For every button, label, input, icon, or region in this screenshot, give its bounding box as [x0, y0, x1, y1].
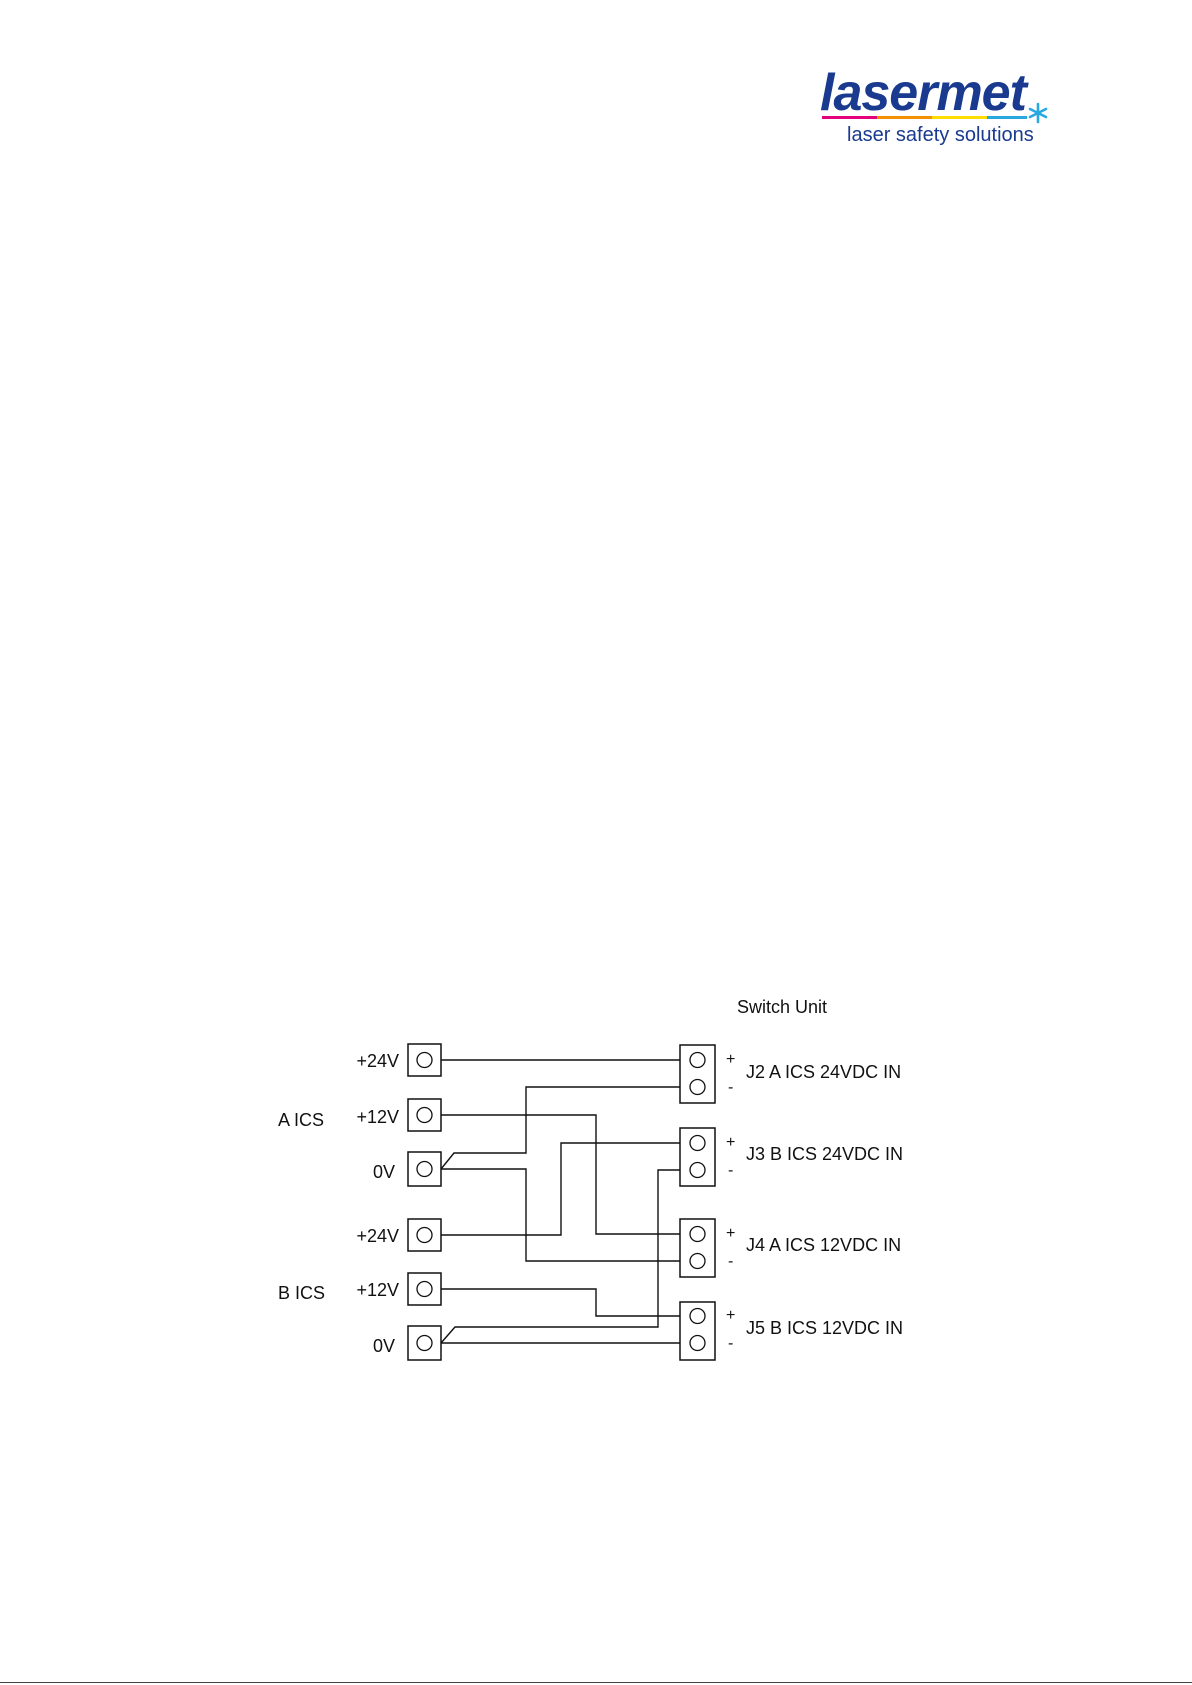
connector-label-j2: J2 A ICS 24VDC IN [746, 1062, 901, 1082]
left-terminal-blocks [408, 1044, 441, 1360]
connector-plus: + [726, 1051, 735, 1068]
wire-b-24v [441, 1143, 680, 1235]
connector-label-j5: J5 B ICS 12VDC IN [746, 1318, 903, 1338]
terminal-label: +12V [356, 1280, 399, 1300]
wire-b-12v [441, 1289, 680, 1316]
terminal-label: +24V [356, 1226, 399, 1246]
group-label-a-ics: A ICS [278, 1110, 324, 1130]
connector-plus: + [726, 1307, 735, 1324]
switch-unit-connectors [680, 1045, 715, 1360]
connector-label-j4: J4 A ICS 12VDC IN [746, 1235, 901, 1255]
terminal-label: 0V [373, 1162, 395, 1182]
switch-unit-title: Switch Unit [737, 997, 827, 1017]
connector-minus: - [728, 1162, 733, 1179]
terminal-label: +12V [356, 1107, 399, 1127]
connector-minus: - [728, 1079, 733, 1096]
connector-minus: - [728, 1335, 733, 1352]
connector-label-j3: J3 B ICS 24VDC IN [746, 1144, 903, 1164]
group-label-b-ics: B ICS [278, 1283, 325, 1303]
terminal-label: +24V [356, 1051, 399, 1071]
page-bottom-rule [0, 1682, 1192, 1683]
connector-plus: + [726, 1225, 735, 1242]
connector-minus: - [728, 1253, 733, 1270]
connector-plus: + [726, 1134, 735, 1151]
terminal-label: 0V [373, 1336, 395, 1356]
wires [441, 1060, 680, 1343]
